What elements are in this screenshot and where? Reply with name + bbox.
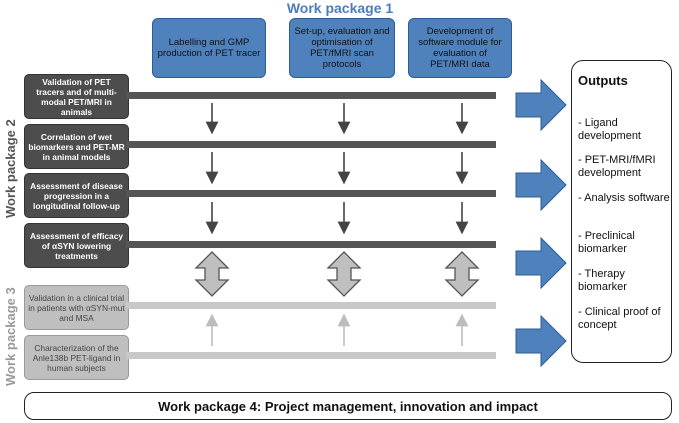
wp2-bar-2 — [126, 141, 496, 148]
wp2-bar-4 — [126, 241, 496, 248]
outputs-panel — [571, 60, 672, 363]
wp2-row-progression: Assessment of disease progression in a l… — [24, 173, 129, 218]
wp4-banner: Work package 4: Project management, inno… — [24, 392, 672, 420]
output-item-pet-mri: - PET-MRI/fMRI development — [578, 154, 656, 179]
double-arrows-group — [194, 251, 480, 297]
outputs-title: Outputs — [578, 73, 628, 88]
output-item-clinical: - Clinical proof of concept — [578, 306, 661, 331]
wp1-box-software: Development of software module for evalu… — [408, 18, 512, 78]
output-item-preclinical: - Preclinical biomarker — [578, 230, 635, 255]
wp2-bar-1 — [126, 92, 496, 99]
up-arrows-group — [205, 313, 469, 346]
wp1-title: Work package 1 — [286, 0, 394, 16]
output-item-analysis: - Analysis software — [578, 192, 670, 204]
wp2-row-correlation: Correlation of wet biomarkers and PET-MR… — [24, 124, 129, 169]
output-item-therapy: - Therapy biomarker — [578, 268, 627, 293]
wp1-box-labelling: Labelling and GMP production of PET trac… — [152, 18, 266, 78]
wp3-row-clinical-trial: Validation in a clinical trial in patien… — [24, 285, 129, 330]
wp2-bar-3 — [126, 190, 496, 197]
output-item-ligand: - Ligand development — [578, 117, 641, 142]
wp1-box-setup: Set-up, evaluation and optimisation of P… — [289, 18, 395, 78]
output-arrows-group — [515, 78, 567, 368]
wp3-bar-1 — [126, 302, 496, 309]
wp2-row-validation: Validation of PET tracers and of multi-m… — [24, 74, 129, 119]
down-arrows-group — [205, 103, 469, 235]
wp3-bar-2 — [126, 352, 496, 359]
wp3-row-characterization: Characterization of the Anle138b PET-lig… — [24, 335, 129, 380]
